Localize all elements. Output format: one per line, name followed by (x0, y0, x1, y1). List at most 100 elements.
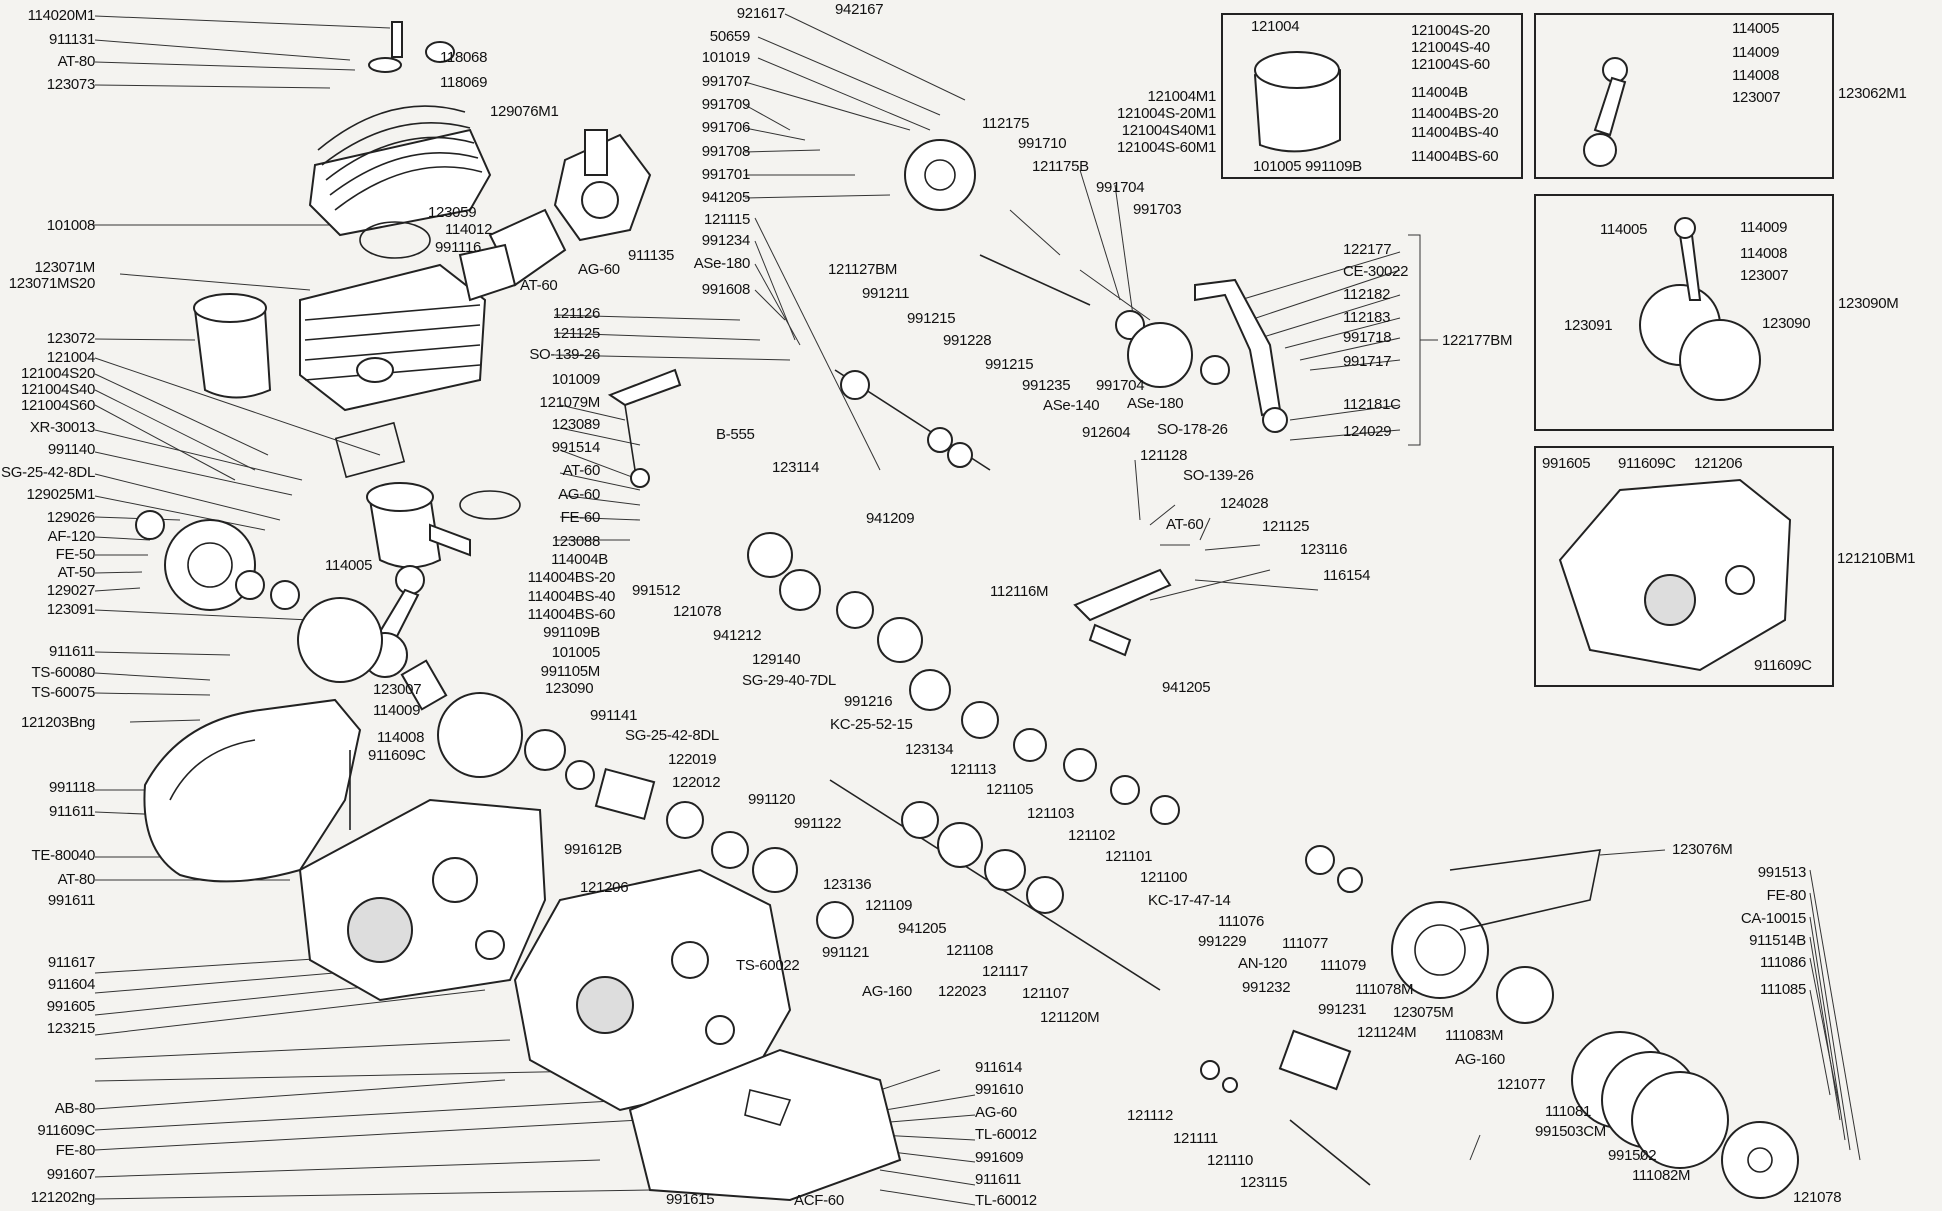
left-label-37: FE-80 (55, 1142, 96, 1159)
label-991122: 991122 (794, 815, 842, 832)
gear-lever (607, 368, 682, 488)
label-111083m: 111083M (1445, 1027, 1504, 1044)
label-121175b: 121175B (1032, 158, 1089, 175)
left-label-29: AT-80 (57, 871, 96, 888)
box-label-c114008: 114008 (1740, 245, 1788, 262)
label-kc174714: KC-17-47-14 (1148, 892, 1231, 909)
label-991718: 991718 (1343, 329, 1392, 346)
label-123090m: 123090M (1838, 295, 1899, 312)
label-101009: 101009 (551, 371, 601, 388)
bearing-row (524, 729, 854, 939)
left-label-20: 129027 (46, 582, 96, 599)
label-121004s20m1: 121004S-20M1 (1117, 105, 1216, 122)
label-991229: 991229 (1198, 933, 1247, 950)
label-991141: 991141 (590, 707, 638, 724)
left-crankcase-cover (143, 698, 362, 883)
label-991231: 991231 (1318, 1001, 1367, 1018)
label-kc255215: KC-25-52-15 (830, 716, 913, 733)
label-121113: 121113 (950, 761, 997, 778)
label-122012: 122012 (672, 774, 721, 791)
cylinder (299, 263, 487, 412)
label-fe60: FE-60 (560, 509, 601, 526)
label-123075m: 123075M (1393, 1004, 1454, 1021)
label-991704-a: 991704 (1096, 179, 1145, 196)
left-label-8: 121004 (46, 349, 96, 366)
label-114004bs40: 114004BS-40 (527, 588, 616, 605)
label-114005: 114005 (325, 557, 373, 574)
label-991612b: 991612B (564, 841, 622, 858)
label-991215-b: 991215 (985, 356, 1034, 373)
label-121112: 121112 (1127, 1107, 1174, 1124)
left-label-30: 991611 (47, 892, 95, 909)
label-991215-a: 991215 (907, 310, 956, 327)
crankshaft-box: 114005 114009 114008 123007 123091 12309… (1534, 194, 1834, 431)
label-124029: 124029 (1343, 423, 1392, 440)
box-label-114004bs60: 114004BS-60 (1411, 148, 1499, 165)
label-so17826: SO-178-26 (1157, 421, 1228, 438)
label-991514: 991514 (551, 439, 601, 456)
label-b555: B-555 (716, 426, 755, 443)
label-991105m: 991105M (540, 663, 601, 680)
label-114009: 114009 (373, 702, 421, 719)
label-991109b: 991109B (543, 624, 600, 641)
label-122177: 122177 (1343, 241, 1392, 258)
label-121102: 121102 (1068, 827, 1116, 844)
left-label-25: 121203Bng (20, 714, 95, 731)
left-label-16: 129026 (46, 509, 96, 526)
label-ag160-a: AG-160 (862, 983, 912, 1000)
label-911611-b: 911611 (975, 1171, 1022, 1188)
primary-sprocket (747, 532, 923, 663)
label-ag60-c: AG-60 (975, 1104, 1017, 1121)
left-label-23: TS-60080 (31, 664, 96, 681)
label-124028: 124028 (1220, 495, 1269, 512)
label-123134: 123134 (905, 741, 954, 758)
label-121120m: 121120M (1040, 1009, 1100, 1026)
box-label-k121206: 121206 (1694, 455, 1743, 472)
label-991503cm: 991503CM (1535, 1123, 1606, 1140)
label-112183: 112183 (1343, 309, 1391, 326)
left-label-14: SG-25-42-8DL (1, 464, 95, 481)
label-121004m1: 121004M1 (1147, 88, 1217, 105)
label-991709: 991709 (701, 96, 751, 113)
box-label-121004: 121004 (1251, 18, 1300, 35)
label-121108: 121108 (946, 942, 994, 959)
carburetor (458, 129, 652, 302)
label-121107: 121107 (1022, 985, 1070, 1002)
left-label-28: TE-80040 (31, 847, 96, 864)
box-label-114005: 114005 (1732, 20, 1780, 37)
label-111078m: 111078M (1355, 981, 1414, 998)
box-piston-drawing (1253, 51, 1341, 153)
label-112181c: 112181C (1343, 396, 1401, 413)
label-129140: 129140 (752, 651, 801, 668)
left-label-32: 911604 (47, 976, 95, 993)
left-label-1: 911131 (48, 31, 95, 48)
label-121078-a: 121078 (673, 603, 722, 620)
label-123007: 123007 (373, 681, 422, 698)
cylinder-liner (193, 293, 272, 399)
label-121109: 121109 (865, 897, 913, 914)
piston (366, 482, 471, 569)
label-991610: 991610 (975, 1081, 1024, 1098)
label-123115: 123115 (1240, 1174, 1288, 1191)
label-ca10015: CA-10015 (1740, 910, 1806, 927)
box-label-121004s60: 121004S-60 (1411, 56, 1490, 73)
label-121004s40m1: 121004S40M1 (1121, 122, 1217, 139)
label-121124m: 121124M (1357, 1024, 1417, 1041)
label-991710: 991710 (1018, 135, 1067, 152)
label-123090: 123090 (545, 680, 594, 697)
label-941209: 941209 (866, 510, 915, 527)
crankcase-right-half (513, 868, 792, 1112)
left-label-10: 121004S40 (20, 381, 95, 398)
left-label-27: 911611 (48, 803, 95, 820)
cylinder-head (308, 21, 492, 237)
crankcase-left-half (298, 798, 547, 1002)
box-rod-drawing (1583, 57, 1628, 167)
label-991706: 991706 (701, 119, 751, 136)
kickstarter-crank (1194, 278, 1288, 433)
label-991234: 991234 (701, 232, 751, 249)
label-ag60-a: AG-60 (578, 261, 620, 278)
label-118068: 118068 (440, 49, 488, 66)
connecting-rod-box: 114005 114009 114008 123007 (1534, 13, 1834, 179)
label-991615: 991615 (666, 1191, 715, 1208)
label-ts60022: TS-60022 (736, 957, 800, 974)
